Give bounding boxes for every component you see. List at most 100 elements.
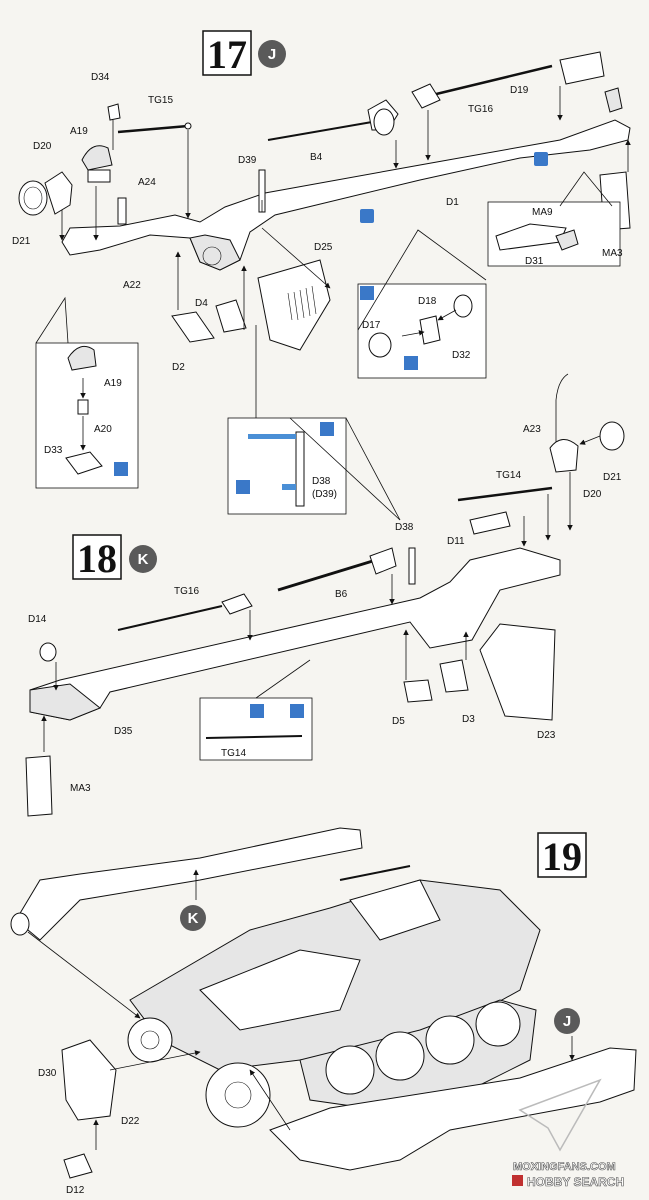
- drill-icon-2: [360, 209, 374, 223]
- part-d23: [479, 623, 556, 721]
- step-17-labels: D34 TG15 A19 D20 A24 D21 A22 D39 D4 D2 D…: [12, 72, 623, 500]
- part-d31: [555, 229, 579, 251]
- step-19-number: 19: [542, 834, 582, 879]
- label-a19: A19: [70, 126, 88, 137]
- label-d25: D25: [314, 242, 333, 253]
- vehicle-gun: [349, 879, 441, 941]
- inset-tg14-glue-icon: [290, 704, 304, 718]
- d25-louvers: [287, 285, 317, 321]
- light-d21-lens: [23, 186, 43, 210]
- part-tg16: [427, 64, 553, 98]
- inset-glue-icon: [114, 462, 128, 476]
- label-inset-tg14: TG14: [221, 748, 246, 759]
- light-d21: [18, 180, 48, 216]
- part-b6: [277, 558, 377, 592]
- tg16-s18-clamp: [221, 593, 253, 615]
- label-d32: D32: [452, 350, 471, 361]
- step-17-callouts: [35, 171, 613, 418]
- part-d11: [469, 511, 511, 535]
- watermark-line1: MOXINGFANS.COM: [513, 1161, 616, 1173]
- part-tg14: [457, 486, 553, 502]
- step-17-subassembly-circle: [258, 40, 286, 68]
- step-18-number: 18: [77, 536, 117, 581]
- fender-k-light: [10, 912, 30, 936]
- step-19-labels: D30 D22 D12: [38, 1068, 140, 1196]
- label-d20: D20: [33, 141, 52, 152]
- label-d14: D14: [28, 614, 47, 625]
- part-d32: [419, 315, 441, 345]
- step-18-subassembly-letter: K: [138, 551, 149, 568]
- drill-icon: [534, 152, 548, 166]
- step-17: 17 J: [12, 30, 631, 515]
- label-d30: D30: [38, 1068, 57, 1079]
- part-d4: [215, 299, 247, 333]
- rear-light: [604, 87, 623, 113]
- part-d2: [171, 311, 215, 343]
- label-d11: D11: [447, 536, 465, 547]
- inset-part-d33: [65, 451, 103, 475]
- part-a19: [81, 145, 113, 171]
- part-tg16-s18: [117, 605, 223, 631]
- inset-tg14-paint-icon: [250, 704, 264, 718]
- inset-d38-paint-icon: [236, 480, 250, 494]
- label-d1: D1: [446, 197, 459, 208]
- label-d23: D23: [537, 730, 556, 741]
- front-wheel-1-hub: [140, 1030, 160, 1050]
- label-d19: D19: [510, 85, 529, 96]
- inset-glue-line-1: [248, 434, 296, 439]
- front-wheel-1: [127, 1017, 173, 1063]
- label-d35: D35: [114, 726, 133, 737]
- part-d3: [439, 659, 469, 693]
- step-18-subassembly-circle: [129, 545, 157, 573]
- label-inset-a19: A19: [104, 378, 122, 389]
- watermark: MOXINGFANS.COM HOBBY SEARCH: [512, 1078, 624, 1189]
- step-18-arrows: [41, 435, 601, 752]
- label-tg16-s18: TG16: [174, 586, 199, 597]
- glue-icon: [360, 286, 374, 300]
- tg16-clamp: [411, 83, 441, 109]
- front-wheel-2-hub: [224, 1081, 252, 1109]
- label-d22: D22: [121, 1116, 140, 1127]
- label-inset-d38: D38: [312, 476, 331, 487]
- label-d31: D31: [525, 256, 544, 267]
- fender-j: [269, 1047, 637, 1171]
- light-d20: [44, 171, 73, 215]
- label-d17: D17: [362, 320, 381, 331]
- label-inset-a20: A20: [94, 424, 112, 435]
- step-17-number: 17: [207, 32, 247, 77]
- step-19-ref-circle-k: [180, 905, 206, 931]
- inset-glue-line-2: [282, 484, 296, 490]
- label-d39: D39: [238, 155, 257, 166]
- part-d12: [63, 1153, 93, 1179]
- vehicle-gun-barrel: [339, 865, 411, 881]
- step-18-labels: A23 D21 TG14 D20 D38 D11 TG16 B6 D14 D35…: [28, 424, 622, 794]
- part-d21-s18: [599, 421, 625, 451]
- inset-d38-callout: [345, 417, 401, 521]
- label-d2: D2: [172, 362, 185, 373]
- label-d21: D21: [12, 236, 31, 247]
- step-17-subassembly-letter: J: [268, 46, 276, 63]
- fender-d35-front: [29, 683, 101, 721]
- part-d18: [453, 294, 473, 318]
- step-18-box: [72, 534, 122, 580]
- label-d3: D3: [462, 714, 475, 725]
- step-19-box: [537, 832, 587, 878]
- part-d34: [107, 103, 121, 121]
- part-d38-s18: [408, 547, 416, 585]
- front-wheel-2: [205, 1062, 271, 1128]
- label-inset-d39: (D39): [312, 489, 337, 500]
- part-d5: [403, 679, 433, 703]
- label-b6: B6: [335, 589, 348, 600]
- label-tg15: TG15: [148, 95, 173, 106]
- step-19-ref-letter-j: J: [563, 1013, 571, 1030]
- label-a22: A22: [123, 280, 141, 291]
- watermark-logo: [518, 1078, 602, 1152]
- label-a24: A24: [138, 177, 156, 188]
- step-19-ref-letter-k: K: [188, 910, 199, 927]
- part-a23: [555, 373, 569, 450]
- label-ma3-s18: MA3: [70, 783, 91, 794]
- part-b4: [267, 121, 373, 141]
- part-d17: [368, 332, 392, 358]
- part-ma3-s18: [25, 755, 53, 817]
